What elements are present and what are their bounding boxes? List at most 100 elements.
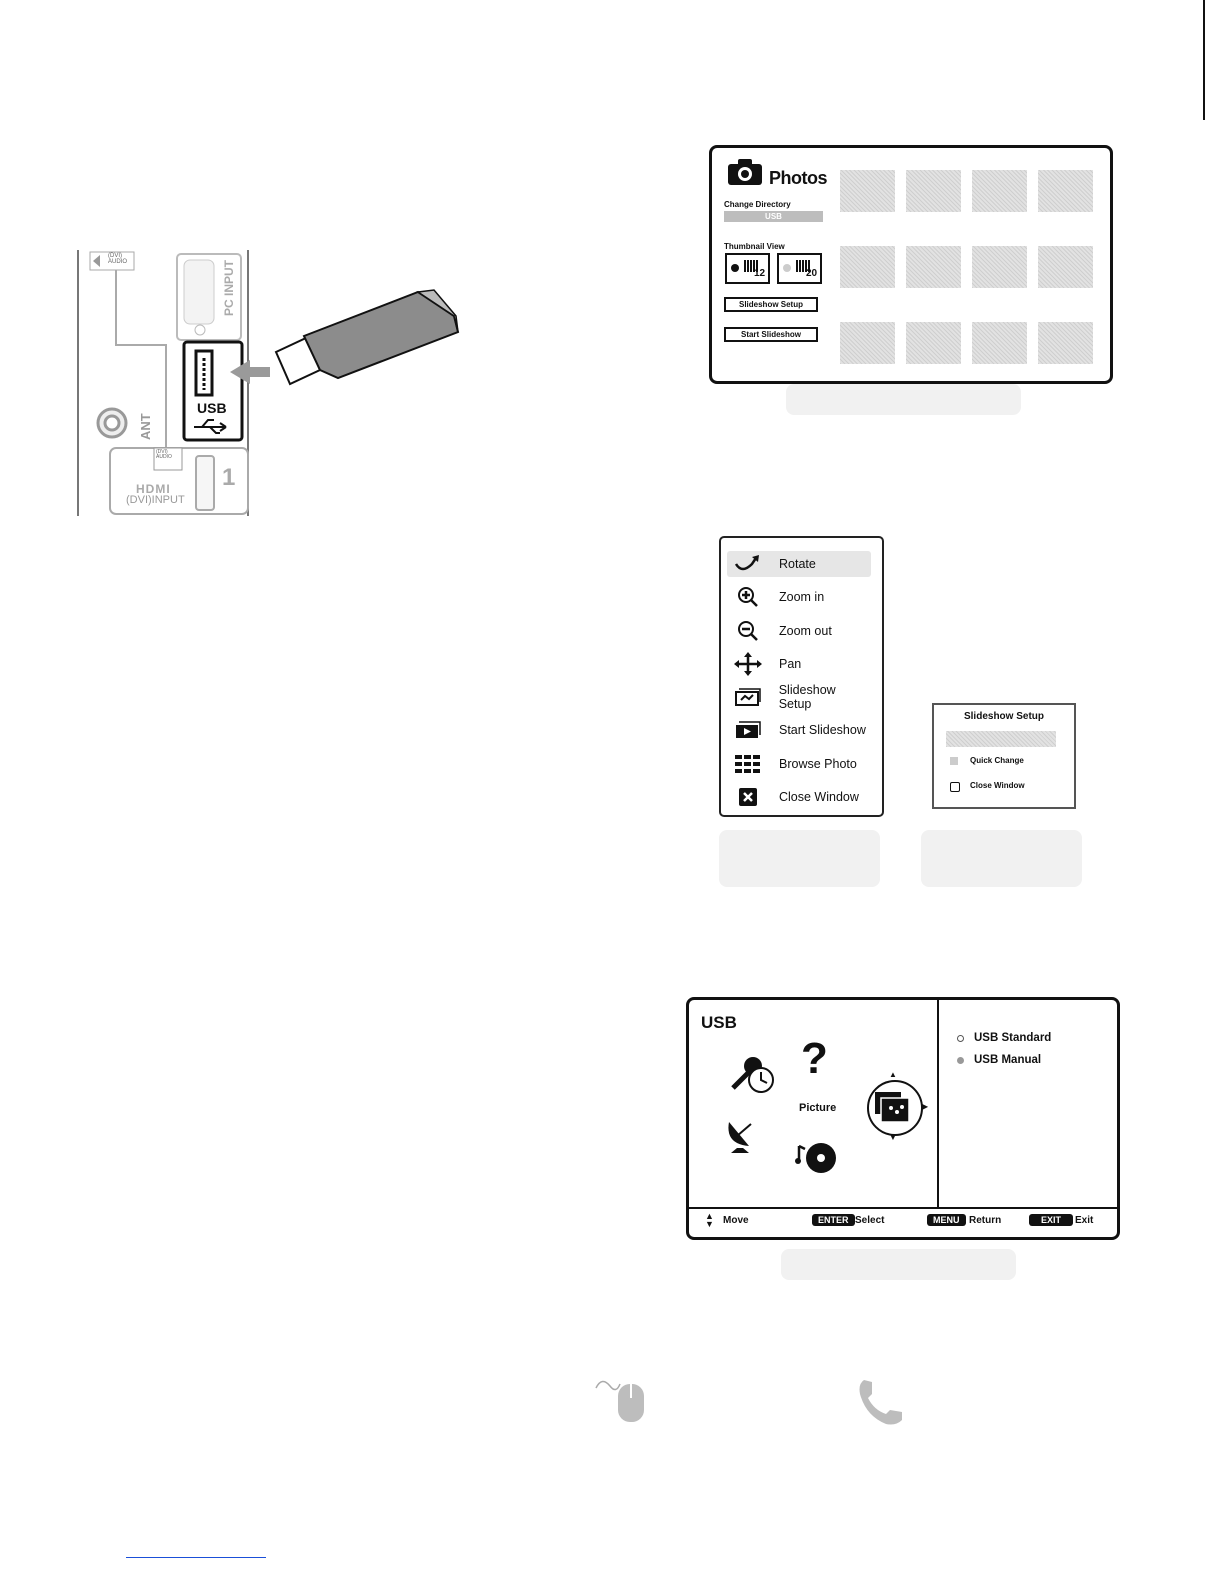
usb-screen-title: USB [701,1013,737,1032]
start-slideshow-icon [733,719,763,741]
menu-item-label: Rotate [779,557,816,571]
hdmi-label: HDMI [136,482,171,496]
slideshow-setup-icon [733,686,763,708]
panel-divider [937,1000,939,1207]
satellite-dish-icon [728,1122,752,1153]
footer-divider [689,1207,1117,1209]
phone-icon [859,1380,902,1425]
photo-thumbnail[interactable] [906,170,961,212]
usb-port-label: USB [197,400,227,416]
enter-key[interactable]: ENTER [812,1214,855,1226]
picture-label: Picture [799,1102,837,1114]
menu-item-label: Browse Photo [779,757,857,771]
photo-context-menu: Rotate Zoom in Zoom out Pan Slideshow Se… [719,536,884,817]
pan-icon [733,652,763,676]
photos-screen: Photos Change Directory USB Thumbnail Vi… [709,145,1113,384]
thumb-view-12-option[interactable]: 12 [725,253,770,284]
usb-option-label: USB Standard [974,1032,1052,1044]
menu-item-label: Pan [779,657,802,671]
photo-thumbnail[interactable] [972,246,1027,288]
menu-item-label: Zoom out [779,624,832,638]
dialog-highlight-row[interactable] [946,731,1056,747]
photo-thumbnail[interactable] [1038,322,1093,364]
radio-unselected-icon [783,264,791,272]
footer-link-underline[interactable] [126,1557,266,1558]
dvi-audio-top-label: (DVI) AUDIO [108,253,128,265]
change-directory-label: Change Directory [724,200,791,209]
context-menu-caption-placeholder [719,830,880,887]
rotate-icon [733,553,763,575]
thumb-count-20: 20 [806,268,818,279]
photo-thumbnail[interactable] [906,246,961,288]
rear-panel-drawing [77,250,249,516]
menu-item-label: Start Slideshow [779,723,866,737]
menu-item-label: Zoom in [779,590,825,604]
menu-item-label: Slideshow Setup [778,683,836,711]
photo-thumbnail[interactable] [840,170,895,212]
dvi-input-label: (DVI)INPUT [126,494,185,506]
menu-item-label: Close Window [779,790,859,804]
photo-thumbnail[interactable] [840,246,895,288]
nav-up-arrow-icon: ▲ [889,1070,897,1079]
menu-item-close-window[interactable]: Close Window [727,784,871,810]
menu-item-browse-photo[interactable]: Browse Photo [727,751,871,777]
exit-key[interactable]: EXIT [1029,1214,1074,1226]
help-question-icon[interactable]: ? [801,1034,828,1083]
grid-icon [744,260,758,272]
photo-thumbnail[interactable] [972,170,1027,212]
settings-clock-icon [731,1057,774,1093]
option-quick-change-icon [950,757,958,765]
move-hint: Move [723,1215,749,1226]
return-hint: Return [969,1215,1002,1226]
photo-thumbnail[interactable] [906,322,961,364]
menu-item-zoom-in[interactable]: Zoom in [727,584,871,610]
exit-hint: Exit [1075,1215,1094,1226]
usb-manual-option[interactable]: USB Manual [957,1054,1041,1066]
close-window-icon [733,786,763,808]
key-help-bar: ▲▼ Move ENTER Select MENU Return EXIT Ex… [705,1212,1105,1230]
photo-thumbnail[interactable] [1038,170,1093,212]
music-disc-icon [795,1143,836,1173]
dvi-audio-bottom-label: (DVI) AUDIO [156,449,172,460]
menu-item-pan[interactable]: Pan [727,651,871,677]
option-close-window[interactable]: Close Window [970,781,1025,790]
mouse-icon [595,1380,644,1422]
insert-arrow-icon [230,360,270,384]
dialog-title: Slideshow Setup [963,711,1044,722]
usb-option-label: USB Manual [974,1054,1042,1066]
photo-thumbnail[interactable] [1038,246,1093,288]
usb-standard-option[interactable]: USB Standard [957,1032,1051,1044]
dialog-caption-placeholder [921,830,1082,887]
slideshow-setup-dialog: Slideshow Setup Quick Change Close Windo… [932,703,1076,809]
photo-thumbnail[interactable] [972,322,1027,364]
ant-label: ANT [138,413,153,440]
zoom-in-icon [733,586,763,608]
thumb-count-12: 12 [754,268,766,279]
tv-rear-panel-illustration: (DVI) AUDIO PC INPUT USB ANT (DVI) AUDIO… [76,250,252,516]
up-down-arrow-icon: ▲▼ [705,1211,714,1229]
browse-photo-icon [733,753,763,775]
hdmi-port-number: 1 [222,464,236,491]
menu-item-slideshow-setup[interactable]: Slideshow Setup [727,683,871,711]
select-hint: Select [855,1215,885,1226]
picture-selected-ring[interactable] [867,1080,923,1136]
menu-item-start-slideshow[interactable]: Start Slideshow [727,717,871,743]
thumb-view-20-option[interactable]: 20 [777,253,822,284]
grid-icon [796,260,810,272]
slideshow-setup-button[interactable]: Slideshow Setup [724,297,818,312]
photos-caption-placeholder [786,384,1021,415]
radio-filled-icon [957,1056,964,1064]
radio-selected-icon [731,264,739,272]
menu-item-rotate[interactable]: Rotate [727,551,871,577]
option-quick-change[interactable]: Quick Change [970,756,1024,765]
start-slideshow-button[interactable]: Start Slideshow [724,327,818,342]
close-window-small-icon [950,782,960,792]
usb-stick-illustration [230,289,460,386]
photo-thumbnail[interactable] [840,322,895,364]
usb-flash-drive-icon [274,289,460,386]
directory-selector[interactable]: USB [724,211,823,222]
camera-icon [728,159,762,185]
page-edge-mark [1203,0,1205,120]
menu-key[interactable]: MENU [927,1214,966,1226]
menu-item-zoom-out[interactable]: Zoom out [727,618,871,644]
